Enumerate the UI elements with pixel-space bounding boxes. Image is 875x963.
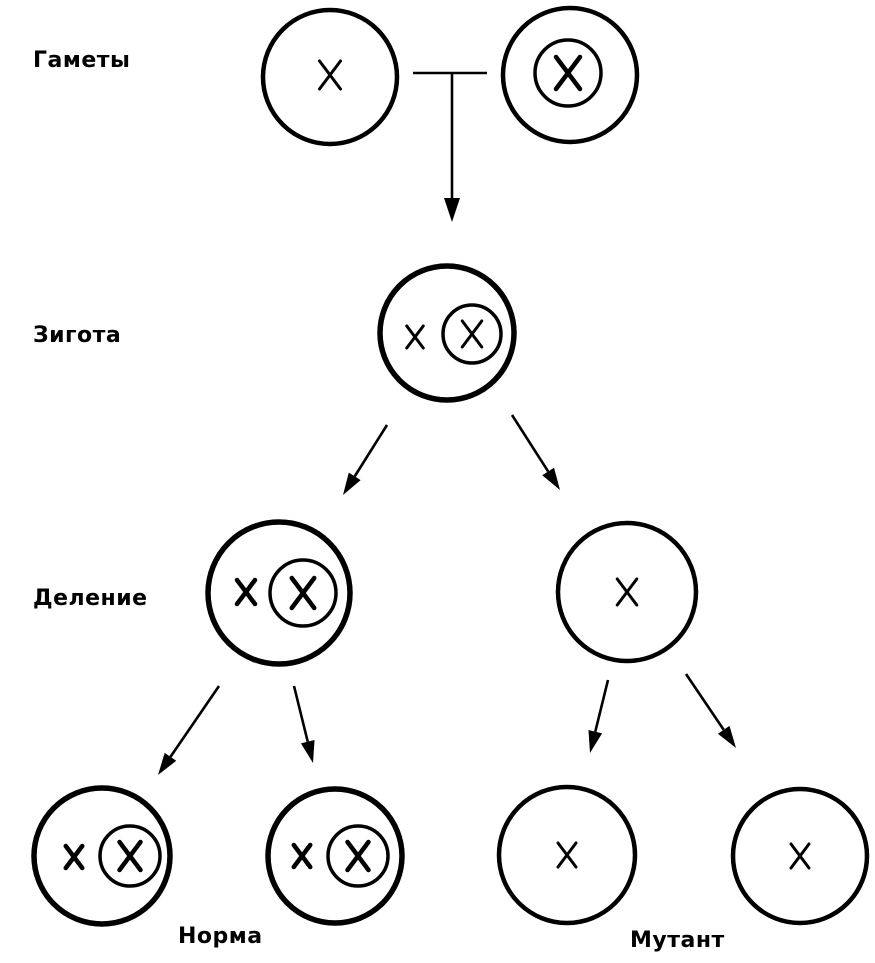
- fertilization-connector: [413, 71, 487, 222]
- x-stroke: [117, 839, 143, 873]
- arrow-division-left-to-2: [292, 685, 315, 763]
- arrow-shaft: [292, 685, 309, 742]
- arrow-shaft: [594, 679, 610, 732]
- x-chromosome-icon: [405, 324, 425, 350]
- arrow-division-right-to-1: [588, 679, 610, 753]
- x-stroke: [615, 577, 639, 607]
- x-chromosome-icon: [789, 842, 811, 870]
- arrow-head: [588, 729, 603, 753]
- ringed-x-chromosome-ring: [441, 303, 503, 365]
- ringed-x-chromosome-ring: [268, 558, 338, 628]
- x-stroke: [553, 54, 583, 92]
- ringed-x-chromosome-ring: [98, 824, 162, 888]
- x-chromosome-icon: [291, 842, 313, 870]
- arrow-head: [158, 752, 177, 775]
- x-chromosome-icon: [318, 59, 342, 91]
- x-chromosome-icon: [234, 577, 258, 607]
- ringed-x-chromosome-ring: [533, 38, 603, 108]
- label-gametes: Гаметы: [33, 48, 130, 73]
- division-left-cell: [205, 519, 353, 667]
- x-stroke: [556, 841, 578, 869]
- normal-cell-2: [265, 786, 405, 926]
- arrow-shaft: [353, 424, 389, 478]
- zygote-cell: [377, 263, 517, 403]
- label-normal: Норма: [178, 924, 263, 949]
- arrow-shaft: [684, 673, 725, 731]
- x-stroke: [460, 319, 484, 349]
- x-stroke: [289, 575, 317, 611]
- arrow-head: [343, 472, 361, 495]
- ringed-x-chromosome-icon: [345, 839, 371, 873]
- arrow-division-left-to-1: [158, 685, 221, 775]
- x-stroke: [318, 59, 342, 91]
- ringed-x-chromosome-icon: [117, 839, 143, 873]
- arrow-division-right-to-2: [684, 673, 736, 748]
- zygote: [377, 263, 517, 403]
- normal-cell-1: [31, 785, 173, 927]
- normal-cell-2-circle: [265, 786, 405, 926]
- ringed-x-chromosome-icon: [289, 575, 317, 611]
- division-cell-right: [555, 520, 699, 664]
- x-chromosome-icon: [63, 843, 85, 871]
- arrow-zygote-to-left: [343, 424, 389, 495]
- arrow-zygote-to-right: [510, 414, 560, 490]
- x-stroke: [234, 577, 258, 607]
- x-stroke: [291, 842, 313, 870]
- ringed-x-chromosome-icon: [460, 319, 484, 349]
- division-cell-left: [205, 519, 353, 667]
- arrow-shaft: [510, 414, 550, 473]
- ringed-x-chromosome-icon: [553, 54, 583, 92]
- label-division: Деление: [33, 586, 148, 611]
- x-stroke: [405, 324, 425, 350]
- mutant-cell-2: [730, 786, 870, 926]
- arrow-head: [300, 739, 315, 763]
- ringed-x-chromosome-ring: [326, 824, 390, 888]
- normal-cell-1-circle: [31, 785, 173, 927]
- gamete-left: [260, 7, 400, 147]
- fusion-arrow-head: [444, 198, 460, 222]
- label-zygote: Зигота: [33, 323, 121, 348]
- x-stroke: [345, 839, 371, 873]
- arrow-head: [717, 725, 736, 748]
- arrow-head: [542, 467, 560, 490]
- label-mutant: Мутант: [630, 928, 725, 953]
- x-chromosome-icon: [615, 577, 639, 607]
- x-stroke: [63, 843, 85, 871]
- arrow-shaft: [169, 685, 221, 758]
- x-stroke: [789, 842, 811, 870]
- mutant-cell-1: [496, 784, 638, 926]
- gamete-right: [500, 5, 640, 145]
- x-chromosome-icon: [556, 841, 578, 869]
